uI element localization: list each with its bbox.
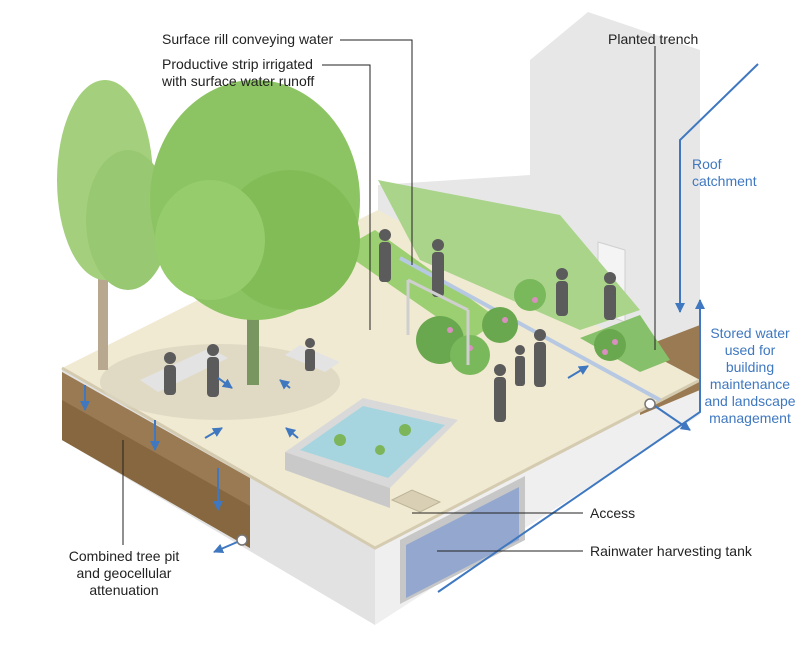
shrub-cluster <box>416 279 626 375</box>
deck-edge <box>61 366 701 550</box>
tree-shadow <box>100 344 340 420</box>
label-productive-strip: Productive strip irrigated with surface … <box>162 56 315 89</box>
pond-wall <box>285 452 390 508</box>
label-access: Access <box>590 505 636 521</box>
label-tree-pit: Combined tree pit and geocellular attenu… <box>68 548 180 598</box>
outlet-pipe <box>644 398 656 410</box>
people <box>164 229 616 422</box>
label-rainwater-tank: Rainwater harvesting tank <box>590 543 752 559</box>
leader-lines <box>122 39 656 552</box>
tree-left <box>57 80 170 370</box>
lily-pad <box>375 445 385 455</box>
planting-bed-back <box>378 180 640 330</box>
pergola <box>406 278 470 365</box>
rainwater-tank <box>406 487 519 598</box>
lily-pad <box>399 424 411 436</box>
label-surface-rill: Surface rill conveying water <box>162 31 334 47</box>
water-flow-arrows <box>80 63 759 593</box>
access-hatch <box>390 489 442 513</box>
lily-pad <box>334 434 346 446</box>
label-planted-trench: Planted trench <box>608 31 699 47</box>
bench <box>140 348 228 392</box>
geocellular-layer <box>62 400 250 548</box>
tree-main <box>150 80 360 385</box>
label-roof-catchment: Roof catchment <box>692 156 757 189</box>
pond-water <box>300 406 445 478</box>
outlet-pipe <box>236 534 248 546</box>
label-stored-water: Stored water used for building maintenan… <box>704 325 796 426</box>
